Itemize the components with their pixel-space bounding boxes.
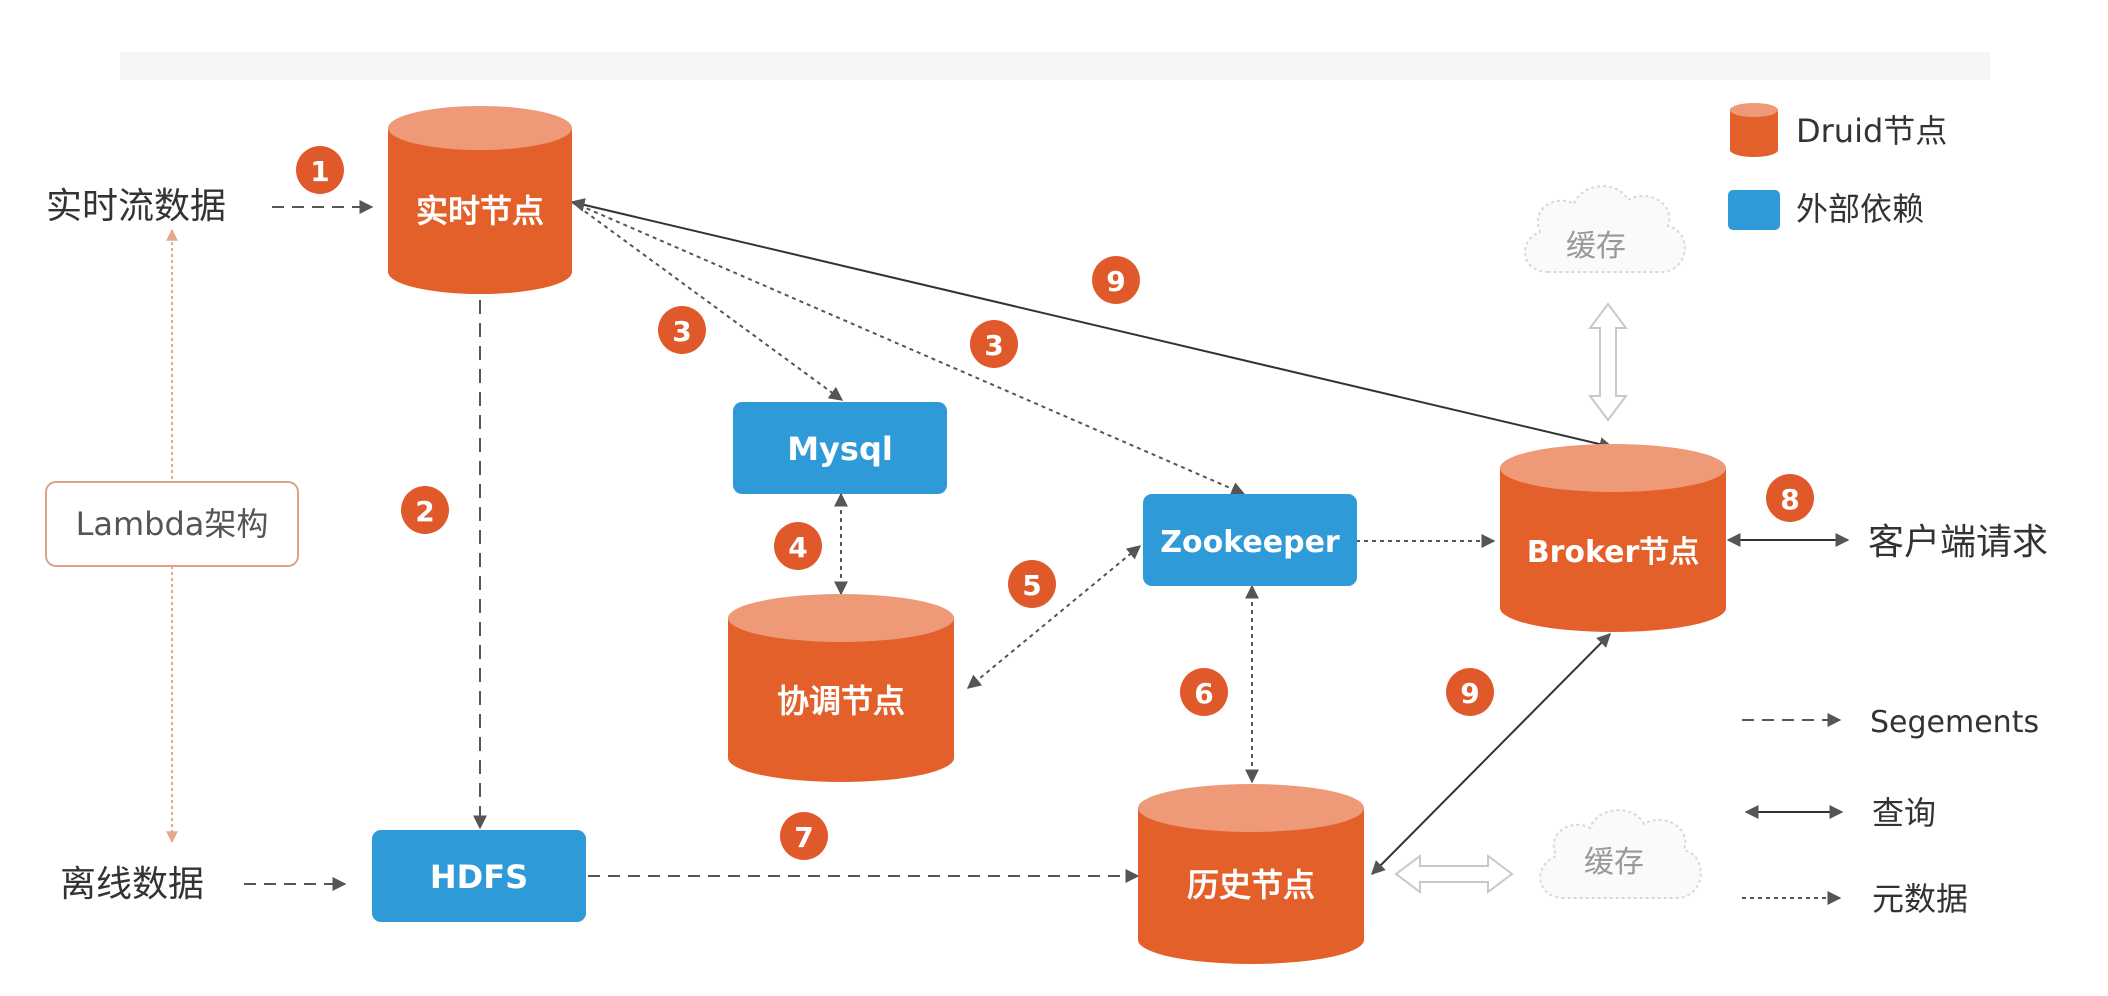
cache-historical-double-arrow [1394,854,1514,894]
legend-druid: Druid节点 [1730,103,1947,157]
svg-text:6: 6 [1194,677,1213,710]
legend-query-label: 查询 [1872,794,1936,832]
legend-external-label: 外部依赖 [1796,190,1924,228]
legend-query: 查询 [1744,794,1936,832]
realtime-node: 实时节点 [388,106,572,294]
broker-cache-cloud: 缓存 [1524,185,1686,273]
svg-text:3: 3 [672,315,691,348]
step-badge-4: 4 [774,522,822,570]
offline-data-label: 离线数据 [60,864,204,905]
svg-text:3: 3 [984,329,1003,362]
svg-text:7: 7 [794,821,813,854]
step-badge-7: 7 [780,812,828,860]
zookeeper-label: Zookeeper [1160,525,1340,560]
client-request-label: 客户端请求 [1868,522,2048,563]
cache-broker-double-arrow [1588,302,1628,422]
lambda-box: Lambda架构 [45,481,299,567]
coordinator-node-label: 协调节点 [777,682,905,720]
edge-coordinator-zookeeper [966,545,1142,689]
broker-node: Broker节点 [1500,444,1726,632]
mysql-box: Mysql [733,402,947,494]
edge-broker-historical-query [1371,633,1611,875]
svg-text:2: 2 [415,495,434,528]
broker-cache-label: 缓存 [1566,229,1626,264]
legend-segments: Segements [1742,705,2039,740]
top-band [120,52,1990,80]
step-badge-9b: 9 [1446,668,1494,716]
edge-broker-realtime-query [570,198,1614,451]
svg-text:4: 4 [788,531,807,564]
historical-node: 历史节点 [1138,784,1364,964]
svg-text:9: 9 [1106,265,1125,298]
step-badge-2: 2 [401,486,449,534]
historical-cache-label: 缓存 [1584,845,1644,880]
step-badge-6: 6 [1180,668,1228,716]
realtime-node-label: 实时节点 [416,192,544,230]
step-badge-5: 5 [1008,560,1056,608]
step-badge-3a: 3 [658,306,706,354]
svg-text:9: 9 [1460,677,1479,710]
coordinator-node: 协调节点 [728,594,954,782]
svg-text:8: 8 [1780,483,1799,516]
step-badge-3b: 3 [970,320,1018,368]
legend-segments-label: Segements [1870,705,2039,740]
hdfs-box: HDFS [372,830,586,922]
mysql-label: Mysql [787,430,893,468]
lambda-label: Lambda架构 [76,505,269,543]
legend-druid-label: Druid节点 [1796,112,1947,150]
legend-external: 外部依赖 [1728,190,1924,230]
historical-cache-cloud: 缓存 [1539,809,1702,899]
broker-node-label: Broker节点 [1527,535,1700,570]
legend-metadata: 元数据 [1742,880,1968,918]
legend-metadata-label: 元数据 [1872,880,1968,918]
svg-text:1: 1 [310,155,329,188]
historical-node-label: 历史节点 [1187,866,1315,904]
svg-text:5: 5 [1022,569,1041,602]
step-badge-9a: 9 [1092,256,1140,304]
step-badge-1: 1 [296,146,344,194]
legend: Druid节点 外部依赖 Segements 查询 元数据 [1728,103,2039,918]
realtime-stream-label: 实时流数据 [46,186,226,227]
zookeeper-box: Zookeeper [1143,494,1357,586]
hdfs-label: HDFS [430,858,528,896]
step-badge-8: 8 [1766,474,1814,522]
